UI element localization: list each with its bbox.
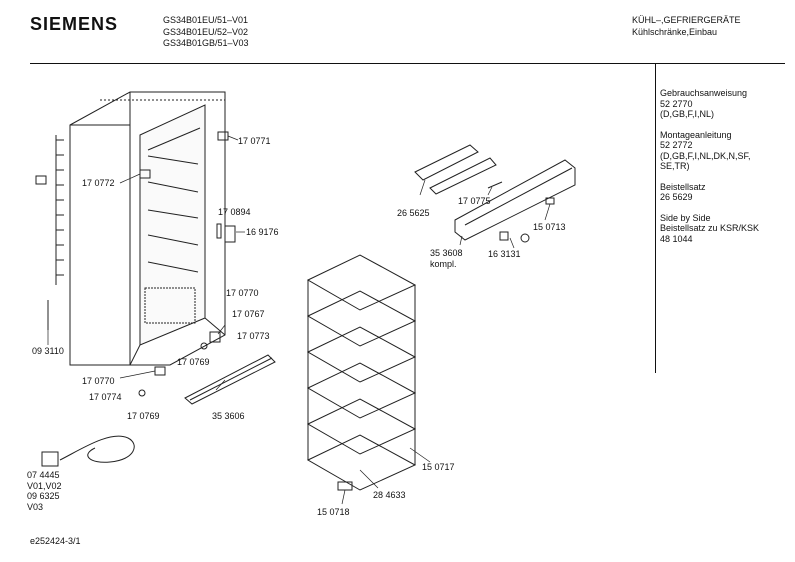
drawing-id: e252424-3/1 xyxy=(30,536,81,546)
sidebar-line: 52 2770 xyxy=(660,98,693,109)
drip-tray xyxy=(184,354,276,405)
part-label: 17 0774 xyxy=(89,392,122,402)
sidebar-line: Side by Side xyxy=(660,212,711,223)
part-label: 09 3110 xyxy=(32,346,64,356)
sidebar-line: SE,TR) xyxy=(660,161,690,171)
model-number: GS34B01EU/52–V02 xyxy=(163,26,249,37)
part-label: 15 0713 xyxy=(533,222,566,232)
hinge-parts xyxy=(35,131,236,397)
part-label: 17 0770 xyxy=(82,376,115,386)
part-label: 17 0775 xyxy=(458,196,491,206)
fridge-cabinet xyxy=(55,91,226,366)
sidebar-group-kit: Beistellsatz 26 5629 xyxy=(660,182,790,203)
part-label-line: 07 4445 xyxy=(27,470,60,480)
brand-logo: SIEMENS xyxy=(30,14,119,34)
sidebar-line: (D,GB,F,I,NL,DK,N,SF, xyxy=(660,150,751,161)
part-label: 15 0718 xyxy=(317,507,350,517)
part-label: 35 3606 xyxy=(212,411,245,421)
bracket-parts xyxy=(414,144,503,195)
category-line: Kühlschränke,Einbau xyxy=(632,26,718,37)
sidebar-group-installation: Montageanleitung 52 2772 (D,GB,F,I,NL,DK… xyxy=(660,130,790,172)
part-label: 17 0771 xyxy=(238,136,271,146)
sidebar-line: Beistellsatz zu KSR/KSK xyxy=(660,223,760,233)
part-label-panel: 35 3608 kompl. xyxy=(430,248,463,269)
sidebar-line: 26 5629 xyxy=(660,192,693,202)
part-label: 15 0717 xyxy=(422,462,455,472)
sidebar-line: Gebrauchsanweisung xyxy=(660,88,748,98)
part-label-line: V01,V02 xyxy=(27,480,62,491)
part-label-line: kompl. xyxy=(430,258,457,269)
part-label-line: 09 6325 xyxy=(27,491,60,501)
sidebar-line: 52 2772 xyxy=(660,140,693,150)
model-list: GS34B01EU/51–V01 GS34B01EU/52–V02 GS34B0… xyxy=(163,15,249,50)
part-label: 17 0767 xyxy=(232,309,265,319)
part-label: 16 9176 xyxy=(246,227,279,237)
control-panel xyxy=(454,159,576,243)
sidebar-group-manual: Gebrauchsanweisung 52 2770 (D,GB,F,I,NL) xyxy=(660,88,790,120)
model-number: GS34B01EU/51–V01 xyxy=(163,15,249,25)
part-label: 16 3131 xyxy=(488,249,521,259)
part-label-line: V03 xyxy=(27,501,44,512)
part-label: 17 0769 xyxy=(177,357,210,367)
sidebar-divider xyxy=(655,63,656,373)
sidebar-line: 48 1044 xyxy=(660,233,693,244)
part-label: 28 4633 xyxy=(373,490,406,500)
part-label: 17 0894 xyxy=(218,207,251,217)
sidebar-group-side-by-side: Side by Side Beistellsatz zu KSR/KSK 48 … xyxy=(660,213,790,245)
power-cord xyxy=(41,435,135,467)
sidebar-line: Montageanleitung xyxy=(660,129,732,140)
wire-shelf-stack xyxy=(306,254,417,491)
header-divider xyxy=(30,63,785,64)
sidebar-line: (D,GB,F,I,NL) xyxy=(660,109,715,119)
category-line: KÜHL–,GEFRIERGERÄTE xyxy=(632,15,741,25)
part-label: 26 5625 xyxy=(397,208,430,218)
sidebar-line: Beistellsatz xyxy=(660,181,706,192)
part-label: 17 0769 xyxy=(127,411,160,421)
part-label: 17 0770 xyxy=(226,288,259,298)
part-label: 17 0772 xyxy=(82,178,115,188)
model-number: GS34B01GB/51–V03 xyxy=(163,38,249,48)
documents-sidebar: Gebrauchsanweisung 52 2770 (D,GB,F,I,NL)… xyxy=(660,88,790,254)
part-label-cord: 07 4445 V01,V02 09 6325 V03 xyxy=(27,470,62,512)
part-label: 17 0773 xyxy=(237,331,270,341)
part-label-line: 35 3608 xyxy=(430,248,463,258)
category-label: KÜHL–,GEFRIERGERÄTE Kühlschränke,Einbau xyxy=(632,15,741,38)
